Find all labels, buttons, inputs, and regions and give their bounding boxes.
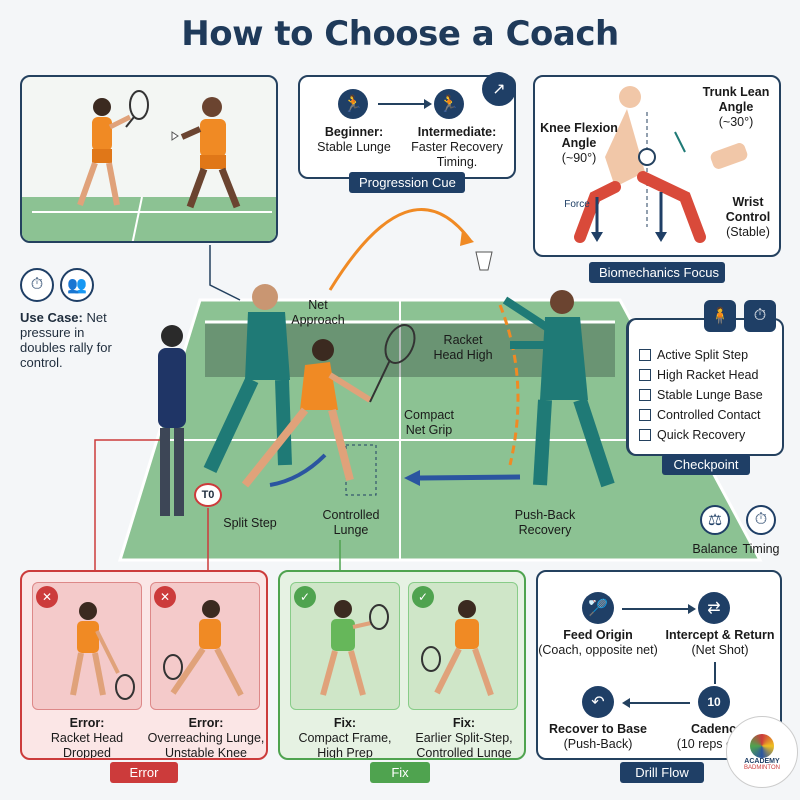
flow-arrow-left — [630, 702, 690, 704]
checkbox-icon[interactable] — [639, 369, 651, 381]
flow-arrow-right — [622, 608, 690, 610]
logo-mark-icon — [750, 733, 774, 758]
progression-cue-caption: Progression Cue — [349, 172, 465, 193]
biomechanics-panel: Trunk Lean Angle(~30°) Knee Flexion Angl… — [533, 75, 781, 257]
checkbox-icon[interactable] — [639, 409, 651, 421]
error-x-icon: ✕ — [154, 586, 176, 608]
push-back-label: Push-Back Recovery — [514, 508, 576, 537]
checkpoint-item[interactable]: Stable Lunge Base — [639, 388, 763, 402]
biomechanics-figure — [574, 86, 748, 243]
error-panel: ✕ ✕ Error:Racket Head Dropped Error:Over… — [20, 570, 268, 760]
fix-caption: Fix — [370, 762, 430, 783]
logo-line1: ACADEMY — [744, 757, 780, 765]
fix-check-icon: ✓ — [412, 586, 434, 608]
timing-stopwatch-icon: ⏱ — [746, 505, 776, 535]
trunk-lean-label: Trunk Lean Angle(~30°) — [702, 85, 770, 129]
checkbox-icon[interactable] — [639, 389, 651, 401]
timing-label: Timing — [742, 542, 780, 556]
beginner-label: Beginner:Stable Lunge — [317, 125, 391, 154]
intercept-label: Intercept & Return(Net Shot) — [665, 628, 775, 657]
checkpoint-caption: Checkpoint — [662, 454, 750, 475]
fix-label-2: Fix:Earlier Split-Step, Controlled Lunge — [415, 716, 513, 760]
error-illustration-1 — [70, 602, 135, 700]
wrist-control-label: Wrist Control(Stable) — [725, 195, 771, 239]
checkpoint-item[interactable]: Active Split Step — [639, 348, 748, 362]
error-label-2: Error:Overreaching Lunge, Unstable Knee — [147, 716, 265, 760]
controlled-lunge-label: Controlled Lunge — [322, 508, 380, 537]
checkpoint-item[interactable]: Controlled Contact — [639, 408, 761, 422]
use-case-text: Use Case: Net pressure in doubles rally … — [20, 310, 112, 370]
flow-arrow-head-right — [688, 604, 696, 614]
biomechanics-caption: Biomechanics Focus — [589, 262, 725, 283]
fix-illustration-1 — [320, 600, 389, 696]
fix-card-2 — [408, 582, 518, 710]
checkbox-icon[interactable] — [639, 349, 651, 361]
checkbox-icon[interactable] — [639, 429, 651, 441]
split-step-label: Split Step — [223, 516, 277, 530]
drill-flow-caption: Drill Flow — [620, 762, 704, 783]
error-illustration-2 — [163, 600, 244, 697]
checkpoint-item[interactable]: Quick Recovery — [639, 428, 745, 442]
timer-icon: ⏱ — [744, 300, 776, 332]
standing-figure-icon: 🧍 — [704, 300, 736, 332]
feed-origin-label: Feed Origin(Coach, opposite net) — [538, 628, 658, 657]
checkpoint-item[interactable]: High Racket Head — [639, 368, 758, 382]
t0-badge: T0 — [194, 483, 222, 507]
drill-flow-panel: 🏸 ⇄ Feed Origin(Coach, opposite net) Int… — [536, 570, 782, 760]
undo-arrow-icon: ↶ — [582, 686, 614, 718]
feed-origin-icon: 🏸 — [582, 592, 614, 624]
fix-illustration-2 — [421, 600, 494, 696]
racket-head-label: Racket Head High — [433, 333, 493, 362]
arrow-right-icon — [378, 103, 426, 105]
error-label-1: Error:Racket Head Dropped — [50, 716, 124, 760]
error-x-icon: ✕ — [36, 586, 58, 608]
academy-logo: ACADEMY BADMINTON — [726, 716, 798, 788]
cadence-icon: 10 — [698, 686, 730, 718]
knee-flexion-label: Knee Flexion Angle(~90°) — [540, 121, 618, 165]
fix-panel: ✓ ✓ Fix:Compact Frame, High Prep Fix:Ear… — [278, 570, 526, 760]
arrow-head-icon — [424, 99, 432, 109]
swap-arrows-icon: ⇄ — [698, 592, 730, 624]
error-caption: Error — [110, 762, 178, 783]
checkpoint-panel: Active Split Step High Racket Head Stabl… — [626, 318, 784, 456]
player-coach-illustration — [22, 90, 276, 241]
player-coach-illustration-panel — [20, 75, 278, 243]
flow-arrow-head-left — [622, 698, 630, 708]
page-title: How to Choose a Coach — [181, 14, 619, 54]
group-icon: 👥 — [60, 268, 94, 302]
fix-label-1: Fix:Compact Frame, High Prep — [298, 716, 392, 760]
stopwatch-icon: ⏱ — [20, 268, 54, 302]
progression-cue-panel: 🏃 🏃 Beginner:Stable Lunge Intermediate:F… — [298, 75, 516, 179]
balance-scale-icon: ⚖ — [700, 505, 730, 535]
recover-label: Recover to Base(Push-Back) — [549, 722, 647, 751]
intermediate-label: Intermediate:Faster Recovery Timing. — [411, 125, 503, 169]
force-label: Force — [564, 199, 590, 210]
fix-check-icon: ✓ — [294, 586, 316, 608]
trend-up-icon: ↗ — [482, 72, 516, 106]
balance-label: Balance — [692, 542, 738, 556]
intermediate-runner-icon: 🏃 — [434, 89, 464, 119]
logo-line2: BADMINTON — [744, 764, 780, 771]
beginner-runner-icon: 🏃 — [338, 89, 368, 119]
net-approach-label: Net Approach — [291, 298, 345, 327]
flow-arrow-down — [714, 662, 716, 684]
compact-grip-label: Compact Net Grip — [403, 408, 455, 437]
